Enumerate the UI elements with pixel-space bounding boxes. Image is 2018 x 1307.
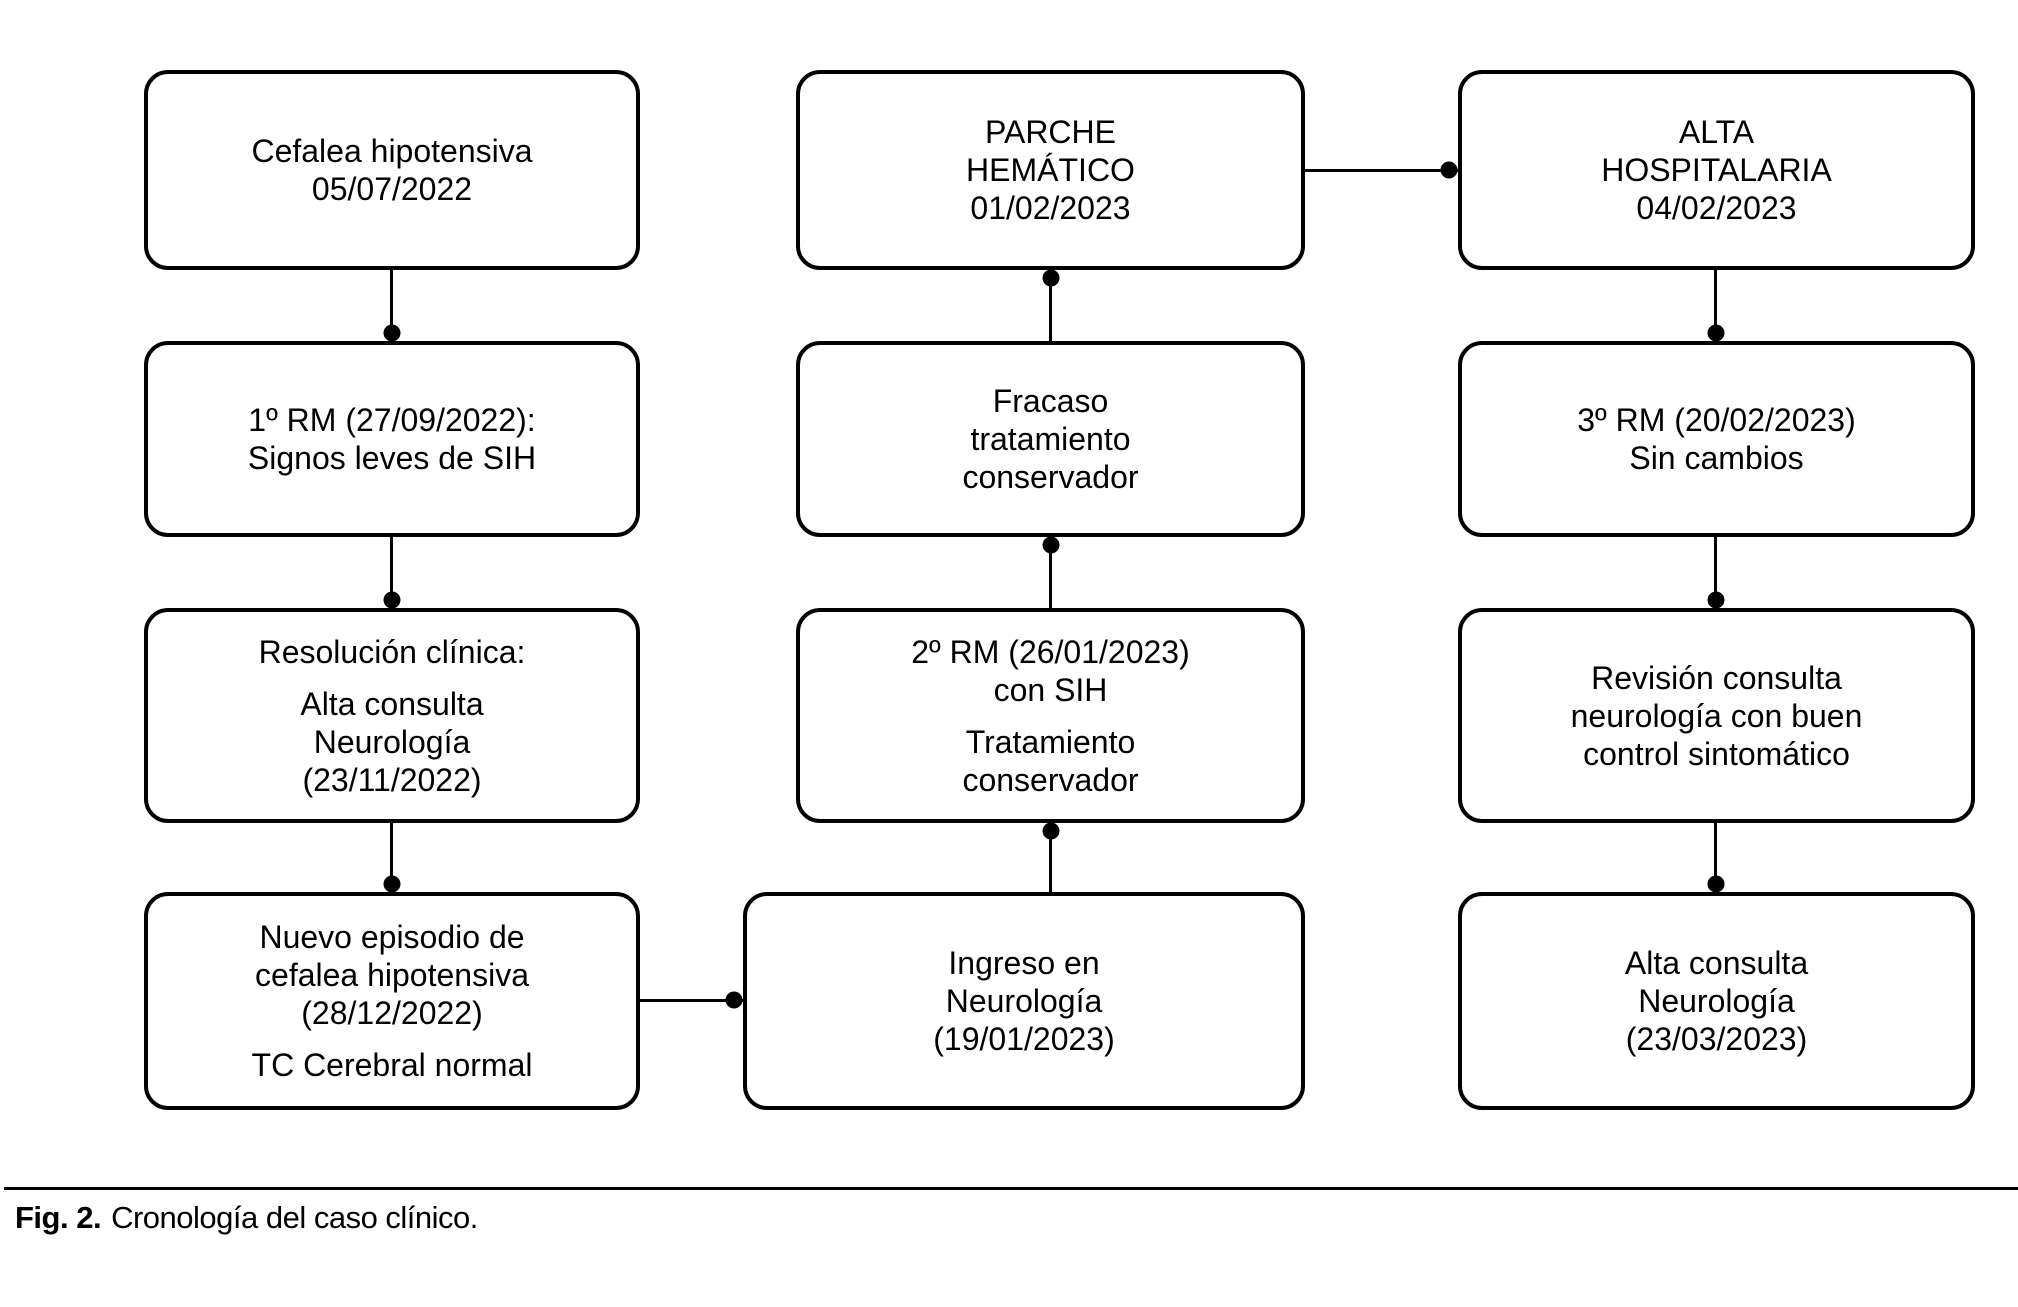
node-text: PARCHE HEMÁTICO 01/02/2023 [966, 114, 1135, 226]
connector-line [1049, 821, 1052, 894]
connector-line [1049, 535, 1052, 610]
flow-dot [1707, 324, 1725, 342]
node-text: Alta consulta Neurología (23/11/2022) [300, 685, 484, 798]
connector-line [1714, 535, 1717, 610]
flow-dot [725, 991, 743, 1009]
connector-line [1714, 821, 1717, 894]
connector-line [638, 999, 743, 1002]
node-resolucion-clinica: Resolución clínica: Alta consulta Neurol… [144, 608, 640, 823]
connector-line [390, 821, 393, 894]
node-text: Tratamiento conservador [962, 723, 1139, 798]
node-parche-hematico: PARCHE HEMÁTICO 01/02/2023 [796, 70, 1305, 270]
connector-line [390, 268, 393, 343]
node-ingreso-neurologia: Ingreso en Neurología (19/01/2023) [743, 892, 1305, 1110]
node-segunda-rm: 2º RM (26/01/2023) con SIH Tratamiento c… [796, 608, 1305, 823]
node-text: 1º RM (27/09/2022): Signos leves de SIH [247, 402, 537, 476]
node-text: Ingreso en Neurología (19/01/2023) [933, 945, 1115, 1057]
node-text: Fracaso tratamiento conservador [962, 383, 1139, 495]
flow-dot [1042, 822, 1060, 840]
node-text: Nuevo episodio de cefalea hipotensiva (2… [255, 919, 529, 1031]
flow-dot [1707, 591, 1725, 609]
node-cefalea-hipotensiva: Cefalea hipotensiva 05/07/2022 [144, 70, 640, 270]
flow-dot [1707, 875, 1725, 893]
node-primera-rm: 1º RM (27/09/2022): Signos leves de SIH [144, 341, 640, 537]
connector-line [390, 535, 393, 610]
flow-dot [1042, 269, 1060, 287]
node-revision-consulta: Revisión consulta neurología con buen co… [1458, 608, 1975, 823]
node-text: Alta consulta Neurología (23/03/2023) [1624, 945, 1809, 1057]
node-text: 2º RM (26/01/2023) con SIH [911, 633, 1190, 708]
connector-line [1305, 169, 1458, 172]
node-text: Resolución clínica: [258, 633, 526, 670]
node-text: Cefalea hipotensiva 05/07/2022 [251, 133, 533, 207]
node-text: 3º RM (20/02/2023) Sin cambios [1577, 402, 1856, 476]
flow-dot [1042, 536, 1060, 554]
node-tercera-rm: 3º RM (20/02/2023) Sin cambios [1458, 341, 1975, 537]
flow-dot [383, 875, 401, 893]
caption-divider [4, 1187, 2018, 1190]
node-alta-consulta: Alta consulta Neurología (23/03/2023) [1458, 892, 1975, 1110]
node-text: TC Cerebral normal [251, 1047, 533, 1083]
flow-dot [383, 324, 401, 342]
connector-line [1714, 268, 1717, 343]
node-alta-hospitalaria: ALTA HOSPITALARIA 04/02/2023 [1458, 70, 1975, 270]
flow-dot [383, 591, 401, 609]
connector-line [1049, 268, 1052, 343]
node-fracaso-tratamiento: Fracaso tratamiento conservador [796, 341, 1305, 537]
node-text: ALTA HOSPITALARIA 04/02/2023 [1601, 114, 1832, 226]
node-text: Revisión consulta neurología con buen co… [1570, 659, 1863, 772]
node-nuevo-episodio: Nuevo episodio de cefalea hipotensiva (2… [144, 892, 640, 1110]
flow-dot [1440, 161, 1458, 179]
figure-caption: Fig. 2. Cronología del caso clínico. [15, 1200, 478, 1236]
figure-caption-label: Fig. 2. [15, 1200, 102, 1235]
figure-caption-text: Cronología del caso clínico. [111, 1200, 478, 1235]
